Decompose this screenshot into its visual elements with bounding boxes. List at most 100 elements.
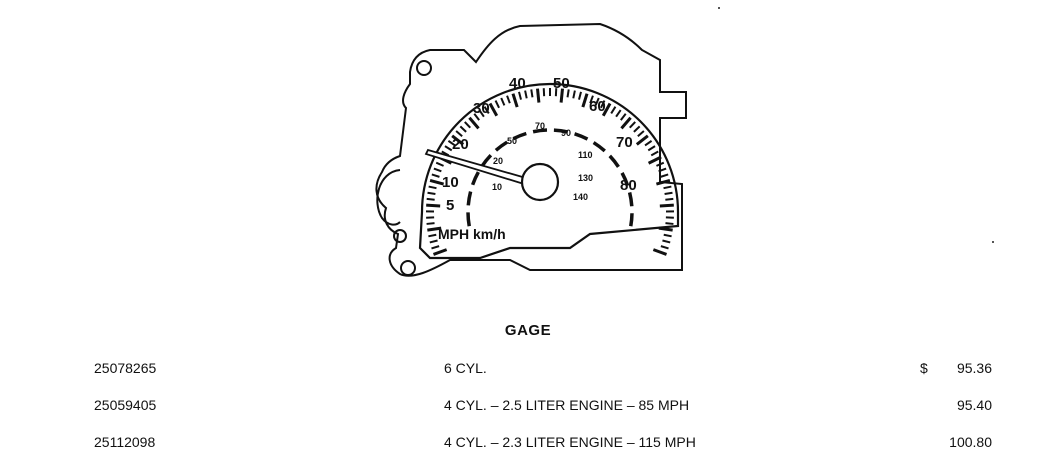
mph-tick: [578, 91, 582, 100]
scan-speck: [992, 241, 994, 243]
mph-tick: [506, 95, 511, 104]
mph-tick: [429, 179, 445, 186]
mph-tick: [426, 203, 441, 208]
mph-tick: [658, 226, 673, 232]
mph-tick: [615, 109, 622, 118]
mph-tick: [665, 197, 674, 201]
mph-tick: [511, 93, 519, 108]
currency-symbol: $: [920, 360, 928, 376]
kmh-dashed-arc: [466, 128, 634, 227]
kmh-label-110: 110: [578, 150, 593, 160]
part-price: 100.80: [949, 434, 992, 450]
mph-tick: [518, 91, 522, 100]
part-description: 4 CYL. – 2.5 LITER ENGINE – 85 MPH: [444, 397, 690, 413]
mph-tick: [600, 100, 606, 109]
mph-tick: [566, 89, 570, 98]
part-number: 25059405: [94, 397, 157, 413]
mph-tick: [535, 88, 541, 103]
mph-tick: [468, 116, 480, 130]
part-description: 6 CYL.: [444, 360, 487, 376]
mph-tick: [660, 173, 669, 178]
mph-tick: [433, 167, 442, 173]
mph-tick: [610, 106, 617, 114]
mph-tick: [665, 222, 674, 225]
mph-tick: [572, 90, 576, 99]
table-row: 25078265 6 CYL. $ 95.36: [0, 360, 1056, 380]
mph-tick: [500, 97, 506, 106]
mph-tick: [478, 109, 485, 118]
part-description: 4 CYL. – 2.3 LITER ENGINE – 115 MPH: [444, 434, 696, 450]
gauge-hub: [520, 162, 560, 202]
part-number: 25078265: [94, 360, 157, 376]
mph-tick: [483, 106, 490, 114]
units-label: MPH km/h: [438, 226, 506, 242]
mph-tick: [652, 248, 668, 256]
mph-tick: [473, 113, 480, 121]
mounting-hole: [400, 260, 416, 276]
kmh-label-130: 130: [578, 173, 593, 183]
mph-tick: [660, 245, 669, 250]
mph-tick: [589, 95, 594, 104]
kmh-arc-path: [466, 128, 634, 227]
speedometer-gauge-illustration: 5 10 20 30 40 50 60 70 80 10 20 50 70 90…: [375, 22, 687, 277]
mph-tick: [620, 116, 632, 130]
mph-tick: [658, 167, 667, 173]
mph-tick: [594, 97, 600, 106]
dial-face-outline: [418, 82, 680, 260]
mph-label-60: 60: [589, 98, 606, 115]
scan-speck: [718, 7, 720, 9]
mph-tick: [629, 121, 636, 129]
gauge-housing: [375, 22, 687, 277]
mph-label-80: 80: [620, 177, 637, 194]
mph-label-50: 50: [553, 75, 570, 92]
mph-tick: [524, 90, 528, 99]
mph-tick: [659, 203, 674, 208]
mph-tick: [429, 239, 438, 244]
mph-tick: [459, 125, 467, 133]
mph-tick: [431, 245, 440, 250]
part-price: 95.36: [956, 360, 992, 376]
mph-tick-marks: [425, 88, 675, 256]
mph-tick: [427, 226, 442, 232]
mph-tick: [633, 125, 641, 133]
mph-label-10: 10: [442, 174, 459, 191]
mph-tick: [426, 222, 435, 225]
mph-tick: [655, 179, 671, 186]
mph-tick: [620, 113, 627, 121]
mph-tick: [426, 197, 435, 201]
kmh-label-50: 50: [507, 136, 517, 146]
mph-tick: [663, 233, 672, 238]
mph-tick: [431, 173, 440, 178]
figure-caption: GAGE: [504, 322, 552, 339]
mph-tick: [435, 161, 444, 167]
mph-tick: [444, 145, 453, 152]
table-row: 25059405 4 CYL. – 2.5 LITER ENGINE – 85 …: [0, 397, 1056, 417]
mph-tick: [662, 239, 671, 244]
mph-tick: [427, 191, 436, 195]
mph-tick: [644, 140, 653, 147]
mph-tick: [559, 88, 565, 103]
mph-tick: [663, 185, 672, 190]
mph-label-40: 40: [509, 75, 526, 92]
table-row: 25112098 4 CYL. – 2.3 LITER ENGINE – 115…: [0, 434, 1056, 454]
mph-label-20: 20: [452, 136, 469, 153]
mph-tick: [581, 93, 589, 108]
mph-tick: [447, 140, 456, 147]
mph-tick: [601, 102, 612, 117]
mph-tick: [428, 185, 437, 190]
mph-label-70: 70: [616, 134, 633, 151]
mph-tick: [494, 100, 500, 109]
kmh-label-20: 20: [493, 156, 503, 166]
mph-tick: [637, 130, 645, 137]
kmh-label-10: 10: [492, 182, 502, 192]
mph-tick: [647, 145, 656, 152]
kmh-label-90: 90: [561, 128, 571, 138]
mph-tick: [530, 89, 534, 98]
part-price: 95.40: [956, 397, 992, 413]
mph-tick: [464, 121, 471, 129]
mounting-hole: [416, 60, 432, 76]
mph-tick: [664, 191, 673, 195]
mph-label-30: 30: [473, 100, 490, 117]
mph-tick: [451, 134, 465, 146]
